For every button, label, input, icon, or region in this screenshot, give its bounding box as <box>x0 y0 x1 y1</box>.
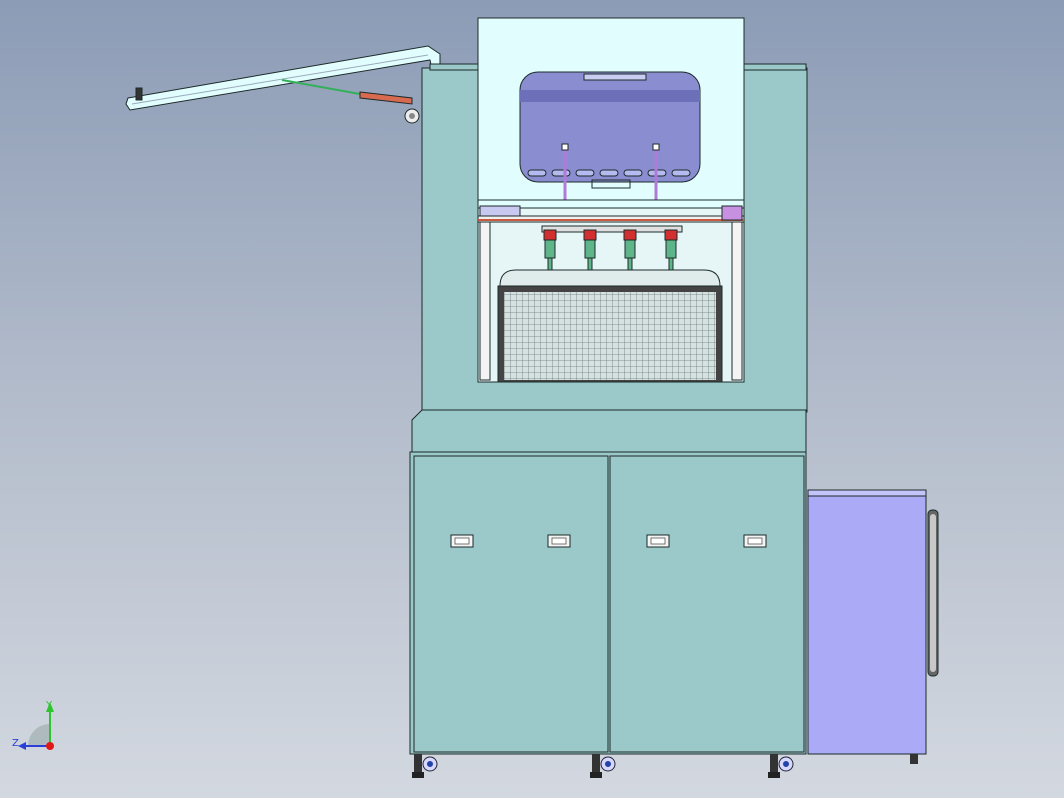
window-vent-slot <box>623 169 643 177</box>
door-handle-recess <box>747 537 763 545</box>
caster-hub <box>427 761 433 767</box>
caster-hub <box>783 761 789 767</box>
nozzle-body <box>584 239 596 259</box>
triad-y-label: Y <box>45 700 53 711</box>
door-handle-recess <box>454 537 470 545</box>
view-orientation-triad: Y Z <box>12 700 54 750</box>
right-door[interactable] <box>609 455 805 753</box>
chamber-right-post <box>731 221 743 381</box>
caster-stem <box>770 754 778 776</box>
lower-cabinet-top <box>411 409 807 453</box>
nozzle-cap <box>543 229 557 241</box>
lid-arm-pin <box>135 87 143 101</box>
window-latch <box>591 179 631 189</box>
window-vent-slot <box>575 169 595 177</box>
lid-arm-assembly <box>125 45 441 124</box>
side-cabinet-foot <box>910 754 918 764</box>
lid-hinge-pin <box>409 113 415 119</box>
upper-cabinet-lip-right <box>743 63 807 71</box>
triad-plane <box>28 724 50 746</box>
nozzle-cap <box>664 229 678 241</box>
lid-arm-edge <box>131 54 429 105</box>
mesh-basket <box>504 292 716 380</box>
nozzle-body <box>624 239 636 259</box>
window-vent-slots <box>527 169 691 177</box>
gas-spring-cylinder <box>359 91 413 105</box>
upper-cabinet-lip <box>429 63 481 71</box>
window-vent-slot <box>671 169 691 177</box>
door-handles <box>450 534 767 548</box>
basket-lid <box>499 269 721 287</box>
caster-foot <box>412 772 424 778</box>
nozzle-body <box>665 239 677 259</box>
window-vent-slot <box>551 169 571 177</box>
caster-stem <box>414 754 422 776</box>
window-top-vent <box>583 73 647 81</box>
caster-foot <box>590 772 602 778</box>
left-door[interactable] <box>413 455 609 753</box>
chamber-header <box>477 199 745 209</box>
side-handle-grip <box>930 514 936 672</box>
rail-right-block <box>721 205 743 221</box>
nozzle-group <box>543 229 678 281</box>
casters <box>412 754 794 778</box>
door-handle-recess <box>650 537 666 545</box>
rail-left-block <box>479 205 521 217</box>
chamber-left-post <box>479 221 491 381</box>
tube-fitting-left <box>561 143 569 151</box>
nozzle-cap <box>583 229 597 241</box>
triad-z-label: Z <box>12 738 19 749</box>
caster-foot <box>768 772 780 778</box>
nozzle-body <box>544 239 556 259</box>
nozzle-cap <box>623 229 637 241</box>
door-handle-recess <box>551 537 567 545</box>
window-vent-slot <box>527 169 547 177</box>
window-band <box>520 90 700 102</box>
triad-y-arrow <box>46 702 54 712</box>
triad-x-axis <box>46 742 54 750</box>
side-cabinet-top <box>807 489 927 497</box>
nozzle-manifold <box>541 225 683 233</box>
triad-z-arrow <box>18 742 26 750</box>
side-cabinet[interactable] <box>807 491 927 755</box>
tube-fitting-right <box>652 143 660 151</box>
window-vent-slot <box>599 169 619 177</box>
viewing-window <box>519 71 701 183</box>
gas-spring-rod <box>281 79 361 95</box>
caster-hub <box>605 761 611 767</box>
caster-stem <box>592 754 600 776</box>
